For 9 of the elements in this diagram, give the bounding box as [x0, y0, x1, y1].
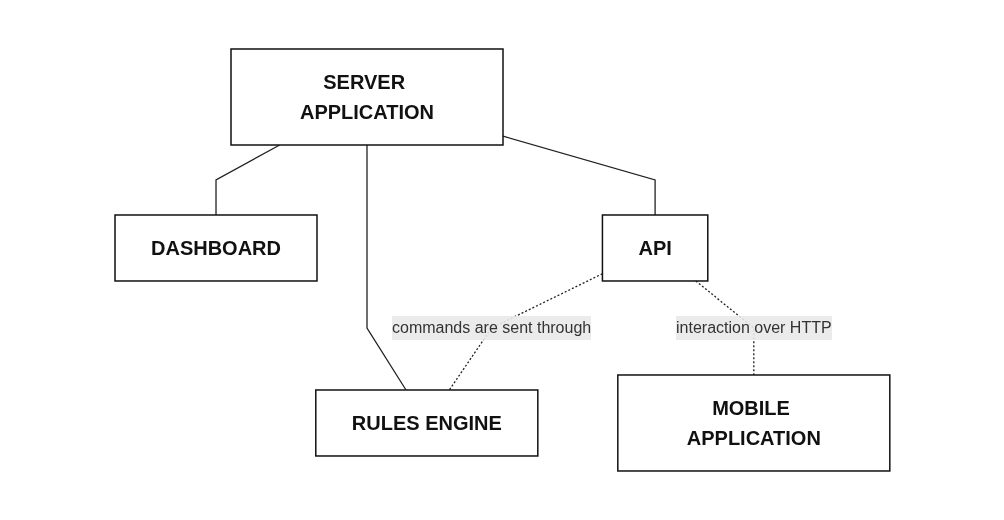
node-box: RULES ENGINE — [314, 389, 539, 457]
edge-label: commands are sent through — [391, 318, 591, 336]
node-box: DASHBOARD — [113, 214, 318, 282]
node-box: API — [601, 214, 709, 282]
node-box: SERVER APPLICATION — [229, 48, 504, 146]
connector — [365, 144, 407, 391]
edge-label: interaction over HTTP — [675, 318, 832, 336]
connector — [214, 144, 280, 216]
node-box: MOBILE APPLICATION — [616, 374, 891, 472]
